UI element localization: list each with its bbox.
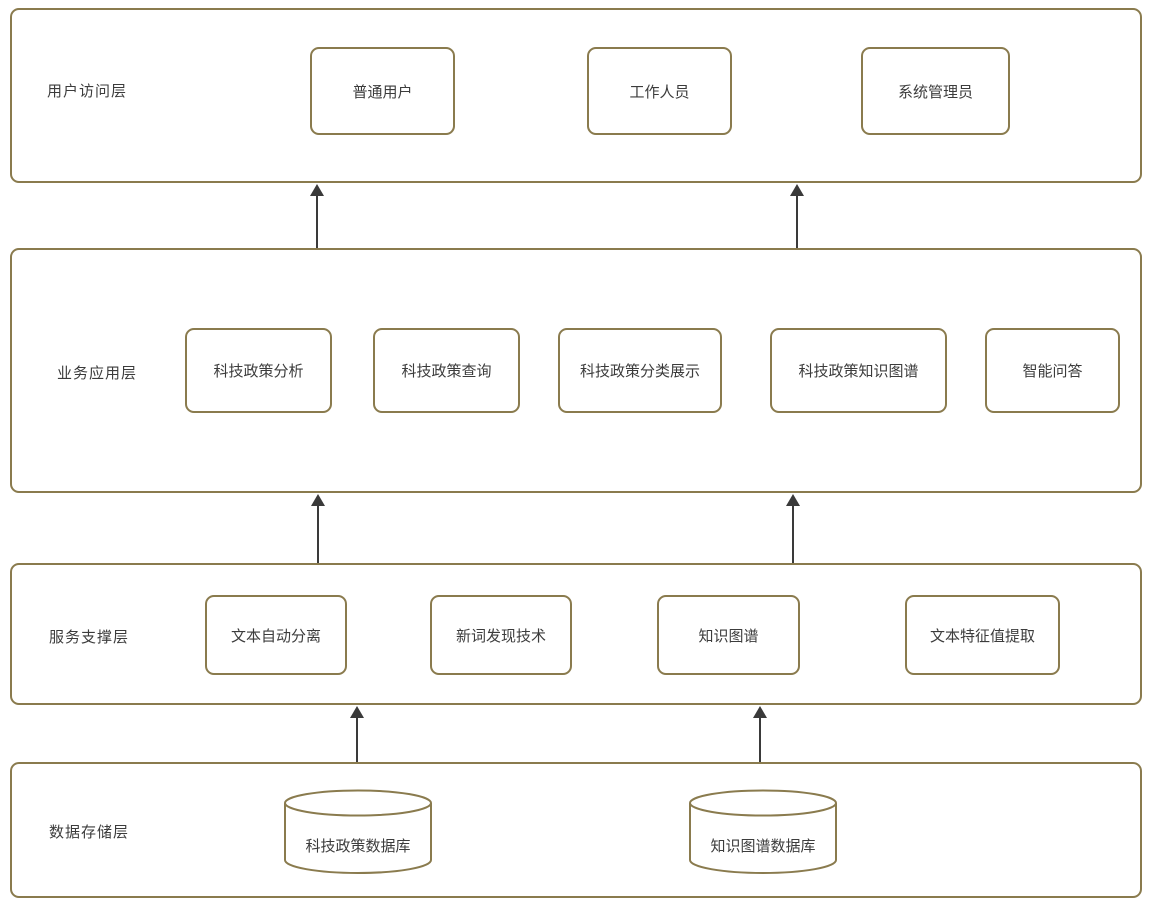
layer-service-support-label: 服务支撑层: [49, 629, 130, 646]
node-system-admin: 系统管理员: [861, 47, 1010, 135]
node-ordinary-user: 普通用户: [310, 47, 455, 135]
node-intelligent-qa: 智能问答: [985, 328, 1120, 413]
node-policy-analysis-label: 科技政策分析: [213, 363, 304, 380]
node-policy-classification-display: 科技政策分类展示: [558, 328, 722, 413]
arrow-shaft: [796, 196, 798, 248]
up-arrow-icon: [349, 706, 365, 762]
node-policy-analysis: 科技政策分析: [185, 328, 332, 413]
node-ordinary-user-label: 普通用户: [352, 83, 413, 101]
arrow-head: [790, 184, 804, 196]
layer-business-application-label: 业务应用层: [57, 365, 138, 382]
arrow-head: [310, 184, 324, 196]
node-new-word-discovery: 新词发现技术: [430, 595, 572, 675]
cylinder-icon: [284, 789, 432, 874]
node-intelligent-qa-label: 智能问答: [1022, 363, 1083, 380]
node-text-auto-separation-label: 文本自动分离: [230, 627, 321, 645]
arrow-shaft: [317, 506, 319, 563]
arrow-shaft: [759, 718, 761, 762]
up-arrow-icon: [309, 184, 325, 248]
up-arrow-icon: [789, 184, 805, 248]
node-policy-query-label: 科技政策查询: [401, 363, 492, 380]
node-policy-knowledge-graph: 科技政策知识图谱: [770, 328, 947, 413]
up-arrow-icon: [752, 706, 768, 762]
node-text-feature-extraction-label: 文本特征值提取: [929, 627, 1035, 645]
database-policy-label: 科技政策数据库: [305, 838, 411, 855]
node-staff: 工作人员: [587, 47, 732, 135]
arrow-shaft: [316, 196, 318, 248]
database-knowledge-graph-label: 知识图谱数据库: [710, 838, 816, 855]
up-arrow-icon: [310, 494, 326, 563]
up-arrow-icon: [785, 494, 801, 563]
arrow-head: [311, 494, 325, 506]
arrow-shaft: [356, 718, 358, 762]
node-new-word-discovery-label: 新词发现技术: [455, 627, 546, 645]
node-text-feature-extraction: 文本特征值提取: [905, 595, 1060, 675]
layer-data-storage: 数据存储层: [10, 762, 1142, 898]
node-staff-label: 工作人员: [629, 83, 690, 101]
node-text-auto-separation: 文本自动分离: [205, 595, 347, 675]
arrow-head: [786, 494, 800, 506]
arrow-head: [350, 706, 364, 718]
node-policy-query: 科技政策查询: [373, 328, 520, 413]
node-policy-knowledge-graph-label: 科技政策知识图谱: [798, 363, 919, 380]
cylinder-icon: [689, 789, 837, 874]
arrow-shaft: [792, 506, 794, 563]
layer-data-storage-label: 数据存储层: [49, 824, 130, 841]
layer-user-access-label: 用户访问层: [47, 83, 128, 100]
database-cylinder-knowledge-graph: 知识图谱数据库: [688, 789, 838, 874]
arrow-head: [753, 706, 767, 718]
node-knowledge-graph-label: 知识图谱: [698, 627, 759, 645]
node-system-admin-label: 系统管理员: [897, 83, 973, 101]
database-cylinder-policy: 科技政策数据库: [283, 789, 433, 874]
node-knowledge-graph: 知识图谱: [657, 595, 800, 675]
node-policy-classification-display-label: 科技政策分类展示: [579, 363, 700, 380]
